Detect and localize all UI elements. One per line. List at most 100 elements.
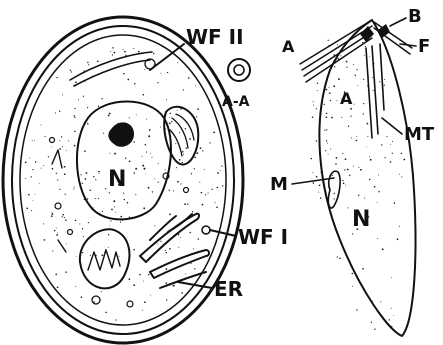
stipple-dot: [334, 198, 335, 199]
stipple-dot: [313, 101, 314, 102]
stipple-dot: [62, 94, 63, 95]
stipple-dot: [170, 113, 172, 115]
nucleus-label-left: N: [108, 167, 126, 192]
stipple-dot: [139, 274, 140, 275]
stipple-dot: [169, 248, 171, 250]
stipple-dot: [151, 157, 152, 158]
stipple-dot: [114, 153, 116, 155]
stipple-dot: [109, 113, 111, 115]
stipple-dot: [74, 186, 75, 187]
stipple-dot: [197, 108, 199, 110]
stipple-dot: [200, 147, 202, 149]
stipple-dot: [114, 206, 115, 207]
stipple-dot: [80, 174, 81, 175]
stipple-dot: [356, 140, 358, 142]
stipple-dot: [83, 96, 84, 97]
stipple-dot: [56, 77, 57, 78]
stipple-dot: [198, 238, 200, 240]
stipple-dot: [360, 169, 362, 171]
stipple-dot: [334, 66, 335, 67]
stipple-dot: [346, 67, 347, 68]
stipple-dot: [108, 247, 109, 248]
mt-leader: [382, 118, 402, 134]
stipple-dot: [353, 64, 354, 65]
stipple-dot: [158, 163, 159, 164]
stipple-dot: [78, 99, 79, 100]
stipple-dot: [35, 194, 36, 195]
stipple-dot: [79, 223, 80, 224]
stipple-dot: [29, 158, 30, 159]
stipple-dot: [51, 147, 52, 148]
stipple-dot: [32, 200, 33, 201]
stipple-dot: [318, 192, 319, 193]
stipple-dot: [209, 142, 210, 143]
stipple-dot: [393, 315, 394, 316]
aa-label: A-A: [222, 94, 250, 110]
left-cell: N: [3, 17, 243, 343]
stipple-dot: [169, 190, 170, 191]
f-label: F: [418, 36, 430, 57]
stipple-dot: [135, 194, 136, 195]
stipple-dot: [52, 212, 53, 213]
stipple-dot: [363, 113, 364, 114]
stipple-dot: [324, 130, 325, 131]
stipple-dot: [59, 140, 60, 141]
stipple-dot: [367, 123, 369, 125]
stipple-dot: [342, 153, 343, 154]
stipple-dot: [109, 192, 110, 193]
stipple-dot: [330, 100, 331, 101]
stipple-dot: [325, 116, 327, 118]
stipple-dot: [82, 252, 83, 253]
stipple-dot: [134, 172, 136, 174]
stipple-dot: [45, 136, 46, 137]
stipple-dot: [28, 194, 30, 196]
stipple-dot: [182, 151, 184, 153]
stipple-dot: [143, 94, 145, 96]
stipple-dot: [213, 132, 215, 134]
stipple-dot: [52, 251, 53, 252]
stipple-dot: [350, 108, 352, 110]
stipple-dot: [32, 169, 33, 170]
stipple-dot: [202, 204, 204, 206]
stipple-dot: [124, 51, 126, 53]
stipple-dot: [391, 326, 392, 327]
stipple-dot: [392, 141, 393, 142]
flagella-left: [300, 20, 372, 82]
stipple-dot: [380, 301, 381, 302]
stipple-dot: [133, 48, 134, 49]
stipple-dot: [331, 117, 333, 119]
stipple-dot: [157, 82, 158, 83]
stipple-dot: [39, 183, 40, 184]
stipple-dot: [123, 73, 125, 75]
stipple-dot: [338, 78, 340, 80]
stipple-dot: [150, 153, 151, 154]
stipple-dot: [89, 190, 90, 191]
stipple-dot: [334, 193, 335, 194]
stipple-dot: [166, 99, 167, 100]
microtubules: [366, 44, 384, 138]
stipple-dot: [185, 273, 186, 274]
stipple-dot: [221, 165, 222, 166]
stipple-dot: [133, 141, 134, 142]
stipple-dot: [87, 123, 89, 125]
stipple-dot: [313, 105, 314, 106]
stipple-dot: [322, 182, 323, 183]
stipple-dot: [326, 89, 328, 91]
stipple-dot: [312, 172, 313, 173]
stipple-dot: [133, 284, 135, 286]
stipple-dot: [355, 75, 356, 76]
stipple-dot: [208, 192, 209, 193]
stipple-dot: [401, 153, 402, 154]
stipple-dot: [109, 153, 110, 154]
stipple-dot: [345, 185, 346, 186]
stipple-dot: [343, 183, 345, 185]
stipple-dot: [165, 129, 166, 130]
stipple-dot: [34, 140, 35, 141]
er-label: ER: [214, 277, 243, 301]
stipple-dot: [160, 127, 161, 128]
stipple-dot: [183, 154, 184, 155]
stipple-dot: [182, 162, 183, 163]
stipple-dot: [350, 115, 351, 116]
stipple-dot: [113, 200, 115, 202]
stipple-dot: [74, 108, 75, 109]
